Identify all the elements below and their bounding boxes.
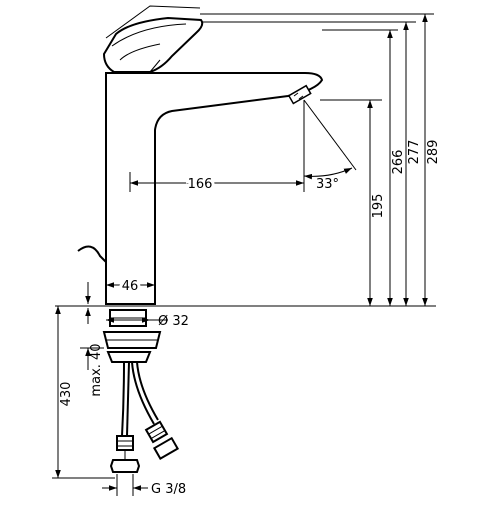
dimension-289 <box>200 13 434 306</box>
dimension-thread <box>102 474 148 496</box>
dimension-195 <box>320 99 382 306</box>
dimension-277 <box>202 21 416 306</box>
dim-label-266: 266 <box>391 150 406 175</box>
dimension-max40 <box>80 282 104 370</box>
popup-rod <box>77 245 107 263</box>
aerator <box>287 84 312 105</box>
dim-label-289: 289 <box>426 140 441 165</box>
mixer-body <box>105 72 324 305</box>
dimension-angle <box>303 99 357 180</box>
dim-label-46: 46 <box>122 279 139 294</box>
dim-label-thread: G 3/8 <box>151 482 186 497</box>
dim-label-195: 195 <box>371 194 386 219</box>
mounting-assembly <box>55 305 172 363</box>
hose-connector-left <box>109 435 141 473</box>
dim-label-hole: Ø 32 <box>158 314 189 329</box>
dim-label-angle: 33° <box>316 177 339 192</box>
lever-handle <box>102 5 204 73</box>
dimension-266 <box>322 29 398 306</box>
hose-connector-right <box>144 420 180 460</box>
dimension-430 <box>52 306 115 479</box>
supply-hoses <box>121 361 159 437</box>
dim-label-max40: max. 40 <box>89 343 104 396</box>
dim-label-277: 277 <box>407 140 422 165</box>
dim-label-166: 166 <box>188 177 213 192</box>
dim-label-430: 430 <box>59 382 74 407</box>
